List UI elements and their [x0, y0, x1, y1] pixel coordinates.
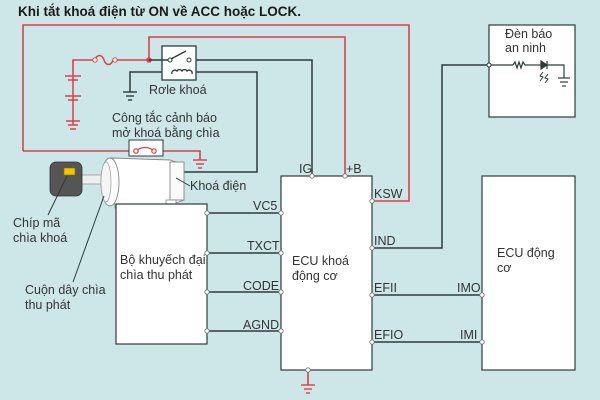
- relay-label: Rơle khoá: [149, 83, 207, 97]
- engine-ecu-box: [481, 175, 576, 371]
- ignition-lock-illustration: [79, 139, 191, 211]
- plus-b-wire: [148, 36, 346, 176]
- pin-efio: EFIO: [374, 328, 403, 342]
- ksw-wire: [22, 24, 410, 202]
- signal-wires: [129, 59, 488, 343]
- ind-wire: [372, 64, 488, 249]
- led-icon: [540, 59, 549, 71]
- ground-icon: [193, 159, 315, 394]
- immobilizer-ecu-label-1: ECU khoá: [292, 254, 349, 268]
- diagram-title: Khi tắt khoá điện từ ON về ACC hoặc LOCK…: [18, 4, 301, 19]
- immobilizer-ecu-box: [280, 175, 373, 371]
- pin-code: CODE: [243, 279, 279, 293]
- relay: [149, 45, 197, 81]
- immobilizer-ecu-label-2: động cơ: [292, 269, 338, 283]
- pin-ksw: KSW: [374, 187, 403, 201]
- pin-vc5: VC5: [253, 199, 277, 213]
- coil-label-1: Cuộn dây chìa: [25, 283, 106, 297]
- fuse-icon: [94, 54, 114, 66]
- pin-ind: IND: [374, 234, 396, 248]
- amplifier-label-2: chìa thu phát: [120, 268, 193, 282]
- coil-label-2: thu phát: [25, 298, 71, 312]
- warning-switch-label-2: mở khoá bằng chìa: [112, 125, 220, 140]
- engine-ecu-label-2: cơ: [497, 261, 511, 275]
- security-light-box: [488, 24, 576, 118]
- amplifier-box: [115, 203, 208, 345]
- pin-ig: IG: [299, 162, 312, 176]
- ig-wire: [190, 59, 313, 176]
- amplifier-label-1: Bộ khuyếch đại: [120, 253, 205, 267]
- key-chip-label-1: Chíp mã: [13, 216, 60, 230]
- pin-txct: TXCT: [247, 239, 280, 253]
- security-light-label-1: Đèn báo: [505, 27, 552, 41]
- security-light-circuit: [489, 59, 570, 87]
- key-chip-icon: [63, 167, 76, 176]
- pin-terminals: [204, 173, 485, 373]
- ground-icon: [123, 91, 137, 101]
- security-light-label-2: an ninh: [505, 41, 546, 55]
- pin-imi: IMI: [460, 328, 477, 342]
- battery-feed-wire: [72, 59, 95, 73]
- relay-coil-icon: [171, 69, 193, 75]
- power-wires: [22, 24, 410, 385]
- engine-ecu-label-1: ECU động: [497, 246, 555, 260]
- key-chip-label-2: chìa khoá: [13, 231, 67, 245]
- ignition-lock-label: Khoá điện: [190, 179, 246, 193]
- pin-efii: EFII: [374, 281, 397, 295]
- pin-agnd: AGND: [243, 318, 279, 332]
- warning-switch-label-1: Công tắc cảnh báo: [112, 110, 217, 125]
- pin-plus-b: +B: [346, 162, 362, 176]
- resistor-icon: [512, 60, 526, 70]
- battery-icon: [65, 73, 81, 130]
- pin-imo: IMO: [457, 281, 481, 295]
